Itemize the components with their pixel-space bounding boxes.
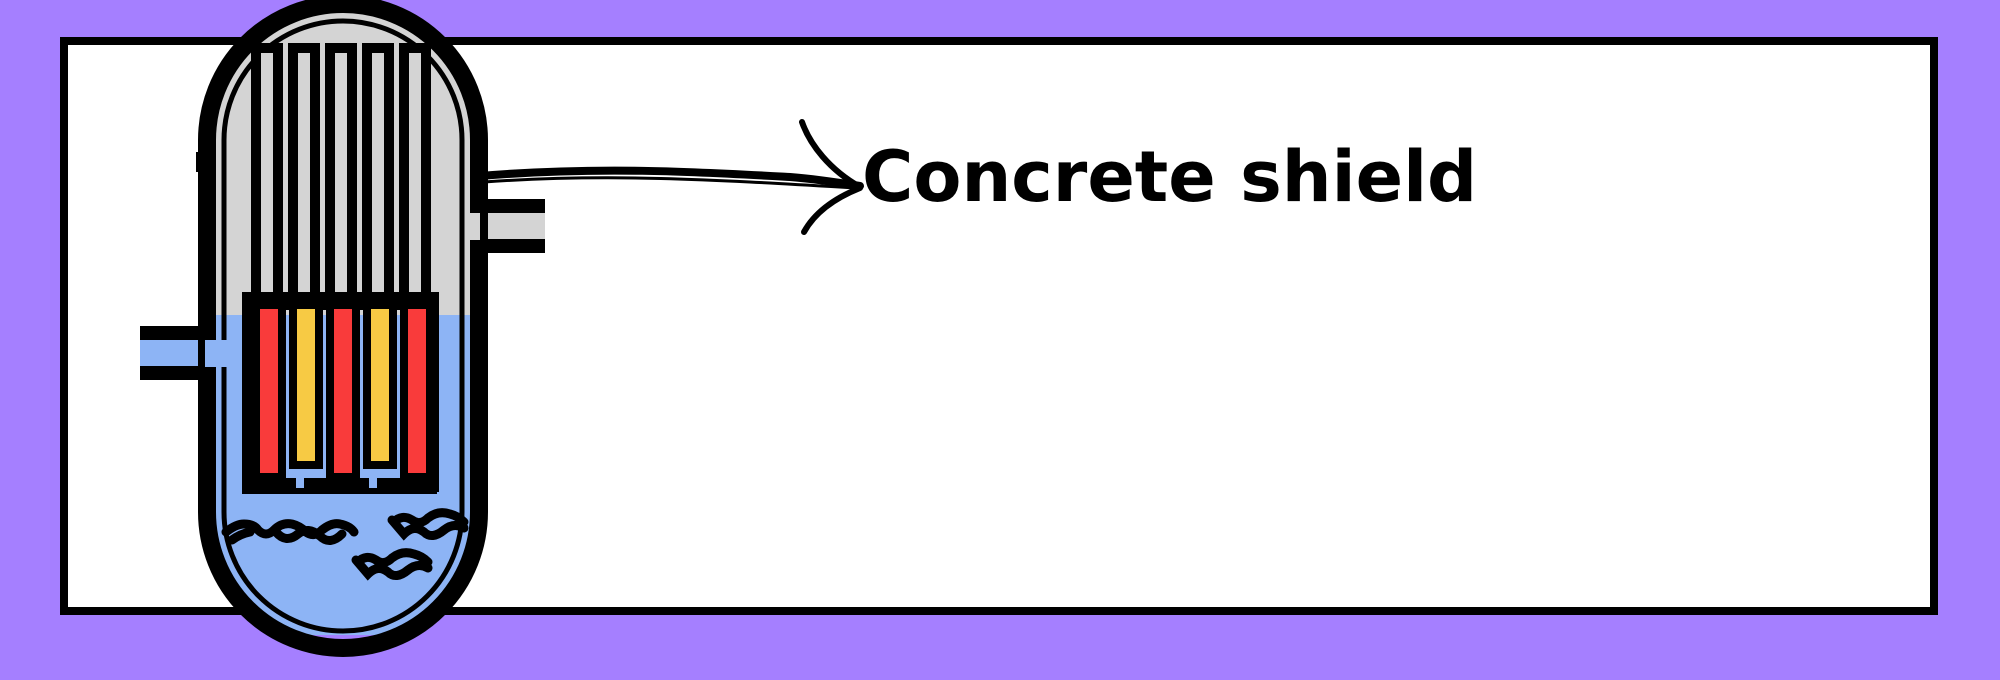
concrete-shield-label: Concrete shield (862, 136, 1478, 218)
pointer-arrow (476, 119, 864, 235)
fuel-rod (252, 301, 286, 481)
fuel-rod (400, 301, 434, 481)
fuel-rod (363, 301, 397, 469)
reactor-core (242, 292, 439, 494)
fuel-rod (289, 301, 323, 469)
control-rods (251, 43, 431, 305)
fuel-rod (326, 301, 360, 481)
water-waves (221, 508, 469, 581)
